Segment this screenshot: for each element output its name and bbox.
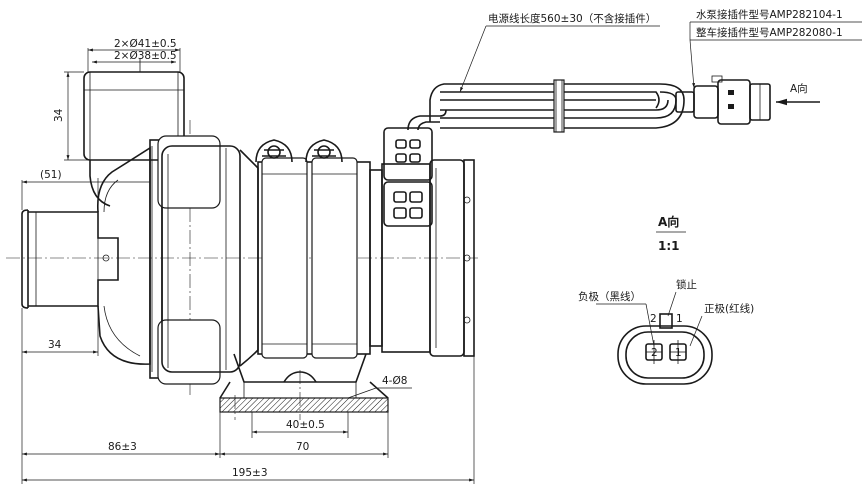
note-vehicle-connector: 整车接插件型号AMP282080-1 bbox=[696, 26, 843, 39]
connector-block bbox=[383, 127, 433, 227]
label-a-direction: A向 bbox=[790, 82, 808, 95]
note-cable-length: 电源线长度560±30（不含接插件） bbox=[488, 12, 656, 25]
view-a-positive-label: 正极(红线) bbox=[704, 302, 754, 315]
view-a-pin2: 2 bbox=[650, 313, 657, 325]
motor-body bbox=[239, 149, 475, 367]
view-a-scale: 1:1 bbox=[658, 239, 680, 253]
dim-w195: 195±3 bbox=[232, 467, 268, 479]
view-a-title: A向 bbox=[658, 214, 679, 229]
power-cable bbox=[407, 79, 685, 133]
view-a-pin1-small: 1 bbox=[675, 347, 682, 359]
pump-flange bbox=[149, 135, 241, 385]
dim-d38: 2×Ø38±0.5 bbox=[114, 50, 177, 62]
dim-w86: 86±3 bbox=[108, 441, 137, 453]
pump-volute bbox=[96, 146, 151, 365]
view-a-pin2-small: 2 bbox=[651, 347, 658, 359]
view-a-lock-label: 锁止 bbox=[676, 278, 697, 291]
view-a-negative-label: 负极（黑线） bbox=[578, 290, 641, 303]
dim-d41: 2×Ø41±0.5 bbox=[114, 38, 177, 50]
mounting-bracket bbox=[219, 353, 389, 413]
dimension-lines bbox=[21, 21, 862, 484]
cable-connector bbox=[675, 75, 771, 125]
dim-holes: 4-Ø8 bbox=[382, 375, 407, 387]
note-pump-connector: 水泵接插件型号AMP282104-1 bbox=[696, 8, 843, 21]
view-a-connector: 2 1 bbox=[596, 291, 713, 385]
view-a-pin1: 1 bbox=[676, 313, 683, 325]
hose-clamps bbox=[255, 139, 343, 163]
dim-h34: 34 bbox=[53, 108, 65, 122]
dim-w70: 70 bbox=[296, 441, 309, 453]
dim-w34: 34 bbox=[48, 339, 62, 351]
dim-w40: 40±0.5 bbox=[286, 419, 325, 431]
inlet-nozzle bbox=[21, 209, 119, 309]
dim-w51: (51) bbox=[40, 169, 62, 181]
